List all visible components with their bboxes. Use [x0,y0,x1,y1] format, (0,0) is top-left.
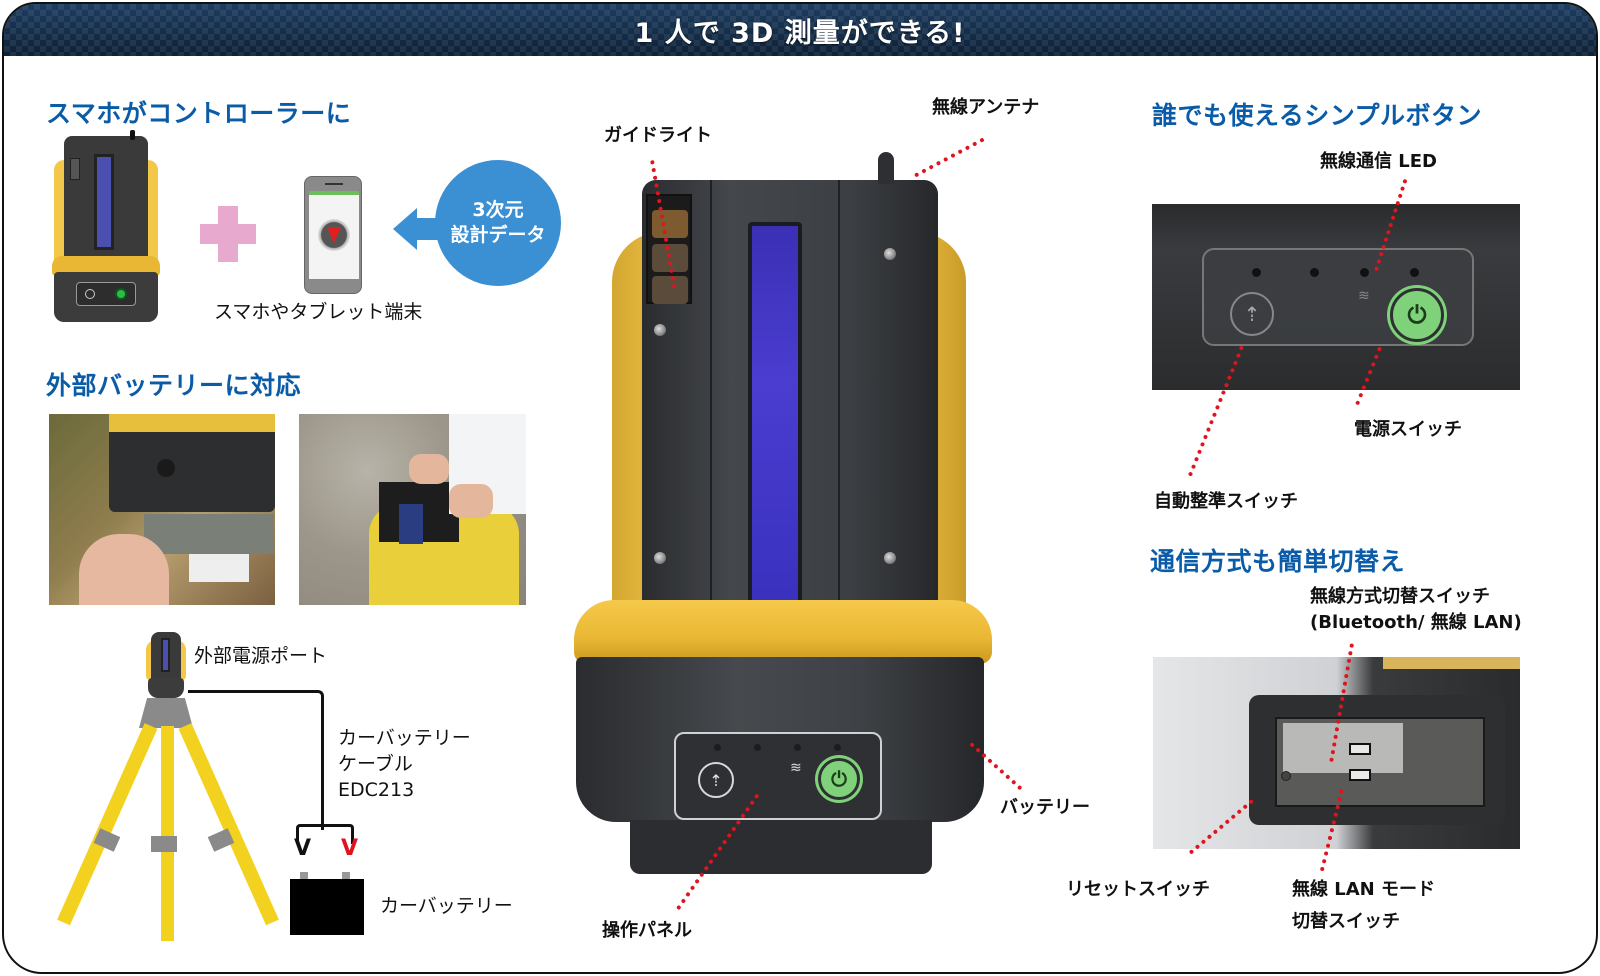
negative-clip-icon: V [294,836,312,861]
heading-smartphone-controller: スマホがコントローラーに [46,99,352,128]
callout-battery: バッテリー [1000,797,1090,818]
power-button[interactable]: ⏻ [818,758,860,800]
heading-external-battery: 外部バッテリーに対応 [46,371,302,400]
smartphone-caption: スマホやタブレット端末 [214,301,423,323]
auto-level-button[interactable]: ⇡ [698,762,734,798]
cable-split [296,824,354,844]
bubble-line-2: 設計データ [450,224,546,246]
design-data-bubble: 3次元 設計データ [435,160,561,286]
tripod-head [139,698,193,728]
callout-auto-level-switch: 自動整準スイッチ [1154,491,1298,512]
wireless-mode-switch[interactable] [1349,743,1371,755]
banner-title: 1 人で 3D 測量ができる! [634,17,966,49]
photo-control-panel-closeup: ⇡ ≋ ⏻ [1152,204,1520,390]
callout-control-panel: 操作パネル [602,920,692,941]
control-panel: ⇡ ≋ ⏻ [674,732,882,820]
label-car-battery: カーバッテリー [380,895,513,917]
callout-wlan-mode-line-2: 切替スイッチ [1292,911,1400,932]
callout-mode-switch-line-2: (Bluetooth/ 無線 LAN) [1310,612,1522,633]
label-cable-line-2: ケーブル [338,753,413,775]
callout-power-switch: 電源スイッチ [1354,419,1462,440]
reset-switch[interactable] [1281,771,1291,781]
heading-comm-switch: 通信方式も簡単切替え [1150,547,1406,576]
label-external-power-port: 外部電源ポート [194,645,328,667]
callout-antenna: 無線アンテナ [932,97,1040,118]
wlan-mode-switch[interactable] [1349,769,1371,781]
power-button-closeup[interactable]: ⏻ [1390,288,1444,342]
car-battery-cable [188,690,324,830]
bubble-line-1: 3次元 [472,199,524,222]
callout-wireless-led: 無線通信 LED [1320,151,1437,172]
auto-level-button-closeup[interactable]: ⇡ [1230,292,1274,336]
photo-comm-switch-compartment [1153,657,1520,849]
callout-mode-switch-line-1: 無線方式切替スイッチ [1310,586,1490,607]
callout-reset-switch: リセットスイッチ [1066,879,1210,900]
positive-clip-icon: V [341,836,359,861]
battery-terminal-positive [342,872,350,879]
arrow-left-head [393,208,417,250]
battery-terminal-negative [300,872,308,879]
wifi-icon: ≋ [790,760,802,776]
smartphone-icon [304,176,362,294]
wifi-icon-closeup: ≋ [1358,288,1370,304]
heading-simple-buttons: 誰でも使えるシンプルボタン [1152,101,1483,130]
tripod-device-icon [146,630,186,700]
photo-battery-in-bag [299,414,526,605]
callout-guide-light: ガイドライト [604,125,712,146]
wireless-antenna [878,152,894,184]
callout-wlan-mode-line-1: 無線 LAN モード [1292,879,1435,900]
label-cable-line-1: カーバッテリー [338,727,471,749]
main-device-image: ⇡ ≋ ⏻ [574,152,1002,892]
label-cable-model: EDC213 [338,779,415,801]
car-battery-icon [290,879,364,935]
title-banner: 1 人で 3D 測量ができる! [4,4,1596,56]
guide-light [646,194,692,304]
photo-power-port-connection [49,414,275,605]
device-illustration [52,130,162,322]
